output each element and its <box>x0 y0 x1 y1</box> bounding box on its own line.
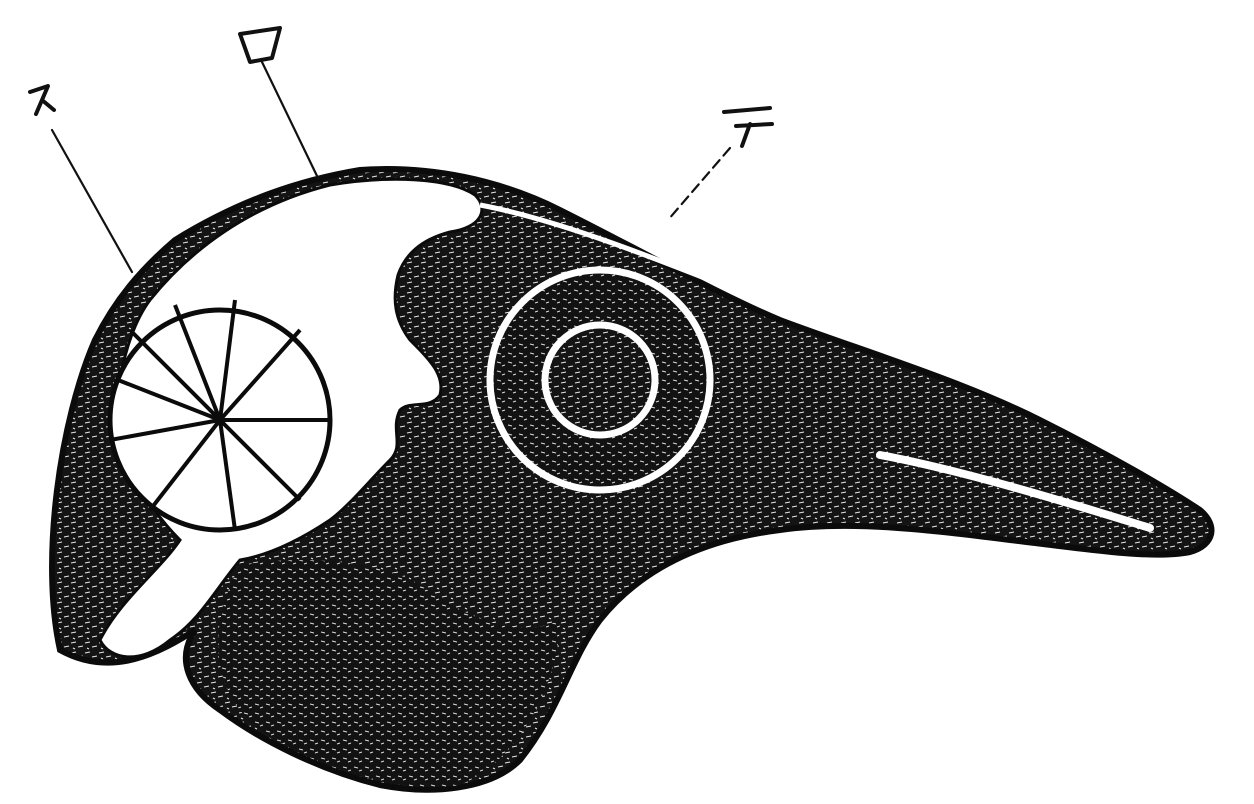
eye <box>490 270 710 490</box>
label-1 <box>30 86 54 114</box>
leader-line-3 <box>668 148 730 220</box>
label-2 <box>240 28 280 62</box>
leader-line-1 <box>52 130 132 272</box>
leader-line-2 <box>262 62 318 178</box>
label-3 <box>724 108 772 146</box>
